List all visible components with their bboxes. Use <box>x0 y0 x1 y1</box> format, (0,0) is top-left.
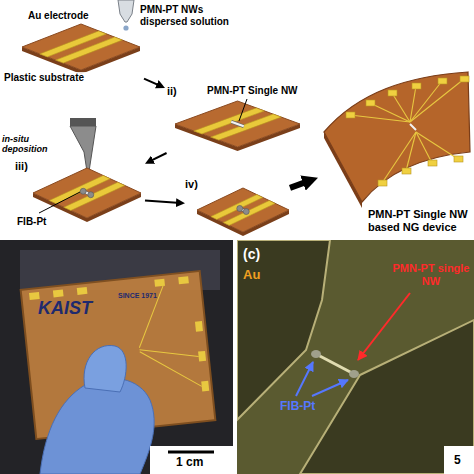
contact-pad <box>346 112 355 118</box>
contact-pad <box>460 76 469 82</box>
contact-pad <box>454 156 463 162</box>
part-label: PMN-PT Single NW based NG device <box>366 208 474 233</box>
pad <box>201 381 209 392</box>
au-electrode <box>237 240 330 420</box>
process-arrow <box>144 79 161 87</box>
node-illustration <box>185 178 290 236</box>
process-stage: ii) PMN-PT Single NW <box>165 85 305 153</box>
au-wire <box>410 79 464 122</box>
plastic-substrate <box>22 24 140 70</box>
micrograph-panel <box>237 240 474 474</box>
wire <box>140 346 202 393</box>
wire <box>140 344 199 363</box>
photo-background <box>0 240 233 474</box>
au-wire <box>416 132 458 159</box>
leader-line <box>239 99 247 121</box>
au-wire <box>392 93 410 122</box>
nanowire <box>316 354 354 374</box>
au-electrode <box>49 176 110 204</box>
pointer-arrow <box>296 362 313 396</box>
process-arrow <box>145 201 181 203</box>
au-electrode <box>194 108 265 134</box>
panel-label: (c) <box>243 246 260 262</box>
au-electrode <box>56 37 123 63</box>
contact-pad <box>378 180 387 186</box>
scale-box <box>150 446 233 474</box>
contact-pad <box>412 83 421 89</box>
process-arrow <box>290 180 310 187</box>
au-wire <box>350 115 410 122</box>
plastic-substrate <box>197 188 289 232</box>
au-electrode <box>223 201 275 226</box>
annotation: FIB-Pt <box>280 400 315 414</box>
process-arrow <box>149 153 167 162</box>
scale-bar <box>168 451 214 454</box>
pad <box>77 287 88 295</box>
annotation: in-situ deposition <box>2 134 64 155</box>
glove <box>40 378 154 474</box>
annotation: PMN-PT NWs dispersed solution <box>140 4 240 27</box>
pad <box>178 276 189 284</box>
nanowire-outline <box>231 122 244 127</box>
annotation: Au <box>243 268 260 283</box>
fib-pt-contact <box>311 350 321 358</box>
au-wire <box>410 81 442 122</box>
fib-pt-contact <box>80 188 86 194</box>
probe-holder <box>70 118 96 126</box>
contact-pad <box>366 100 375 106</box>
process-stage: Au electrodePlastic substrate <box>2 8 144 86</box>
device-node: PMN-PT Single NW based NG device <box>318 62 474 236</box>
pointer-arrow <box>358 293 410 360</box>
step-number: iv) <box>185 178 198 191</box>
contact-pad <box>438 78 447 84</box>
au-wire <box>406 132 416 171</box>
au-wire <box>410 86 416 122</box>
scale-label: 5 <box>454 454 461 468</box>
au-electrode <box>40 31 107 57</box>
au-electrode <box>211 114 282 140</box>
part-label: Plastic substrate <box>2 72 86 84</box>
part-label: FIB-Pt <box>17 216 46 228</box>
part-label: PMN-PT Single NW <box>207 85 298 97</box>
pointer-arrow <box>312 380 348 396</box>
nanowire <box>231 122 244 127</box>
photo-panel <box>0 240 233 474</box>
process-stage: iii) FIB-Pt <box>15 160 145 232</box>
scale-label: 1 cm <box>176 456 203 470</box>
plastic-substrate <box>33 168 141 218</box>
nanowire <box>410 124 416 130</box>
dropper <box>118 0 134 22</box>
au-wire <box>382 132 416 183</box>
process-stage: iv) <box>185 178 290 236</box>
contact-pad <box>388 90 397 96</box>
pad <box>154 279 165 287</box>
contact-pad <box>402 168 411 174</box>
pad <box>198 351 206 362</box>
annotation: SINCE 1971 <box>118 292 157 300</box>
fib-pt-contact <box>88 192 94 198</box>
leader-line <box>39 192 80 213</box>
au-electrode <box>300 320 474 474</box>
step-number: ii) <box>167 85 177 98</box>
step-number: iii) <box>15 160 28 173</box>
fib-pt-contact <box>237 205 243 211</box>
part-label: Au electrode <box>28 10 89 22</box>
micrograph-background <box>237 240 474 474</box>
scale-box <box>444 446 474 474</box>
plastic-substrate <box>175 101 300 147</box>
glove-thumb <box>84 345 126 392</box>
pad <box>195 321 203 332</box>
flexible-sheet <box>324 72 470 202</box>
fib-pt-contact <box>243 209 249 215</box>
contact-pad <box>428 160 437 166</box>
au-electrode <box>64 182 125 210</box>
fib-pt-contact <box>349 370 359 378</box>
annotation: PMN-PT single NW <box>392 262 470 287</box>
droplet <box>123 25 128 30</box>
pad <box>53 289 64 297</box>
annotation: KAIST <box>38 298 92 319</box>
